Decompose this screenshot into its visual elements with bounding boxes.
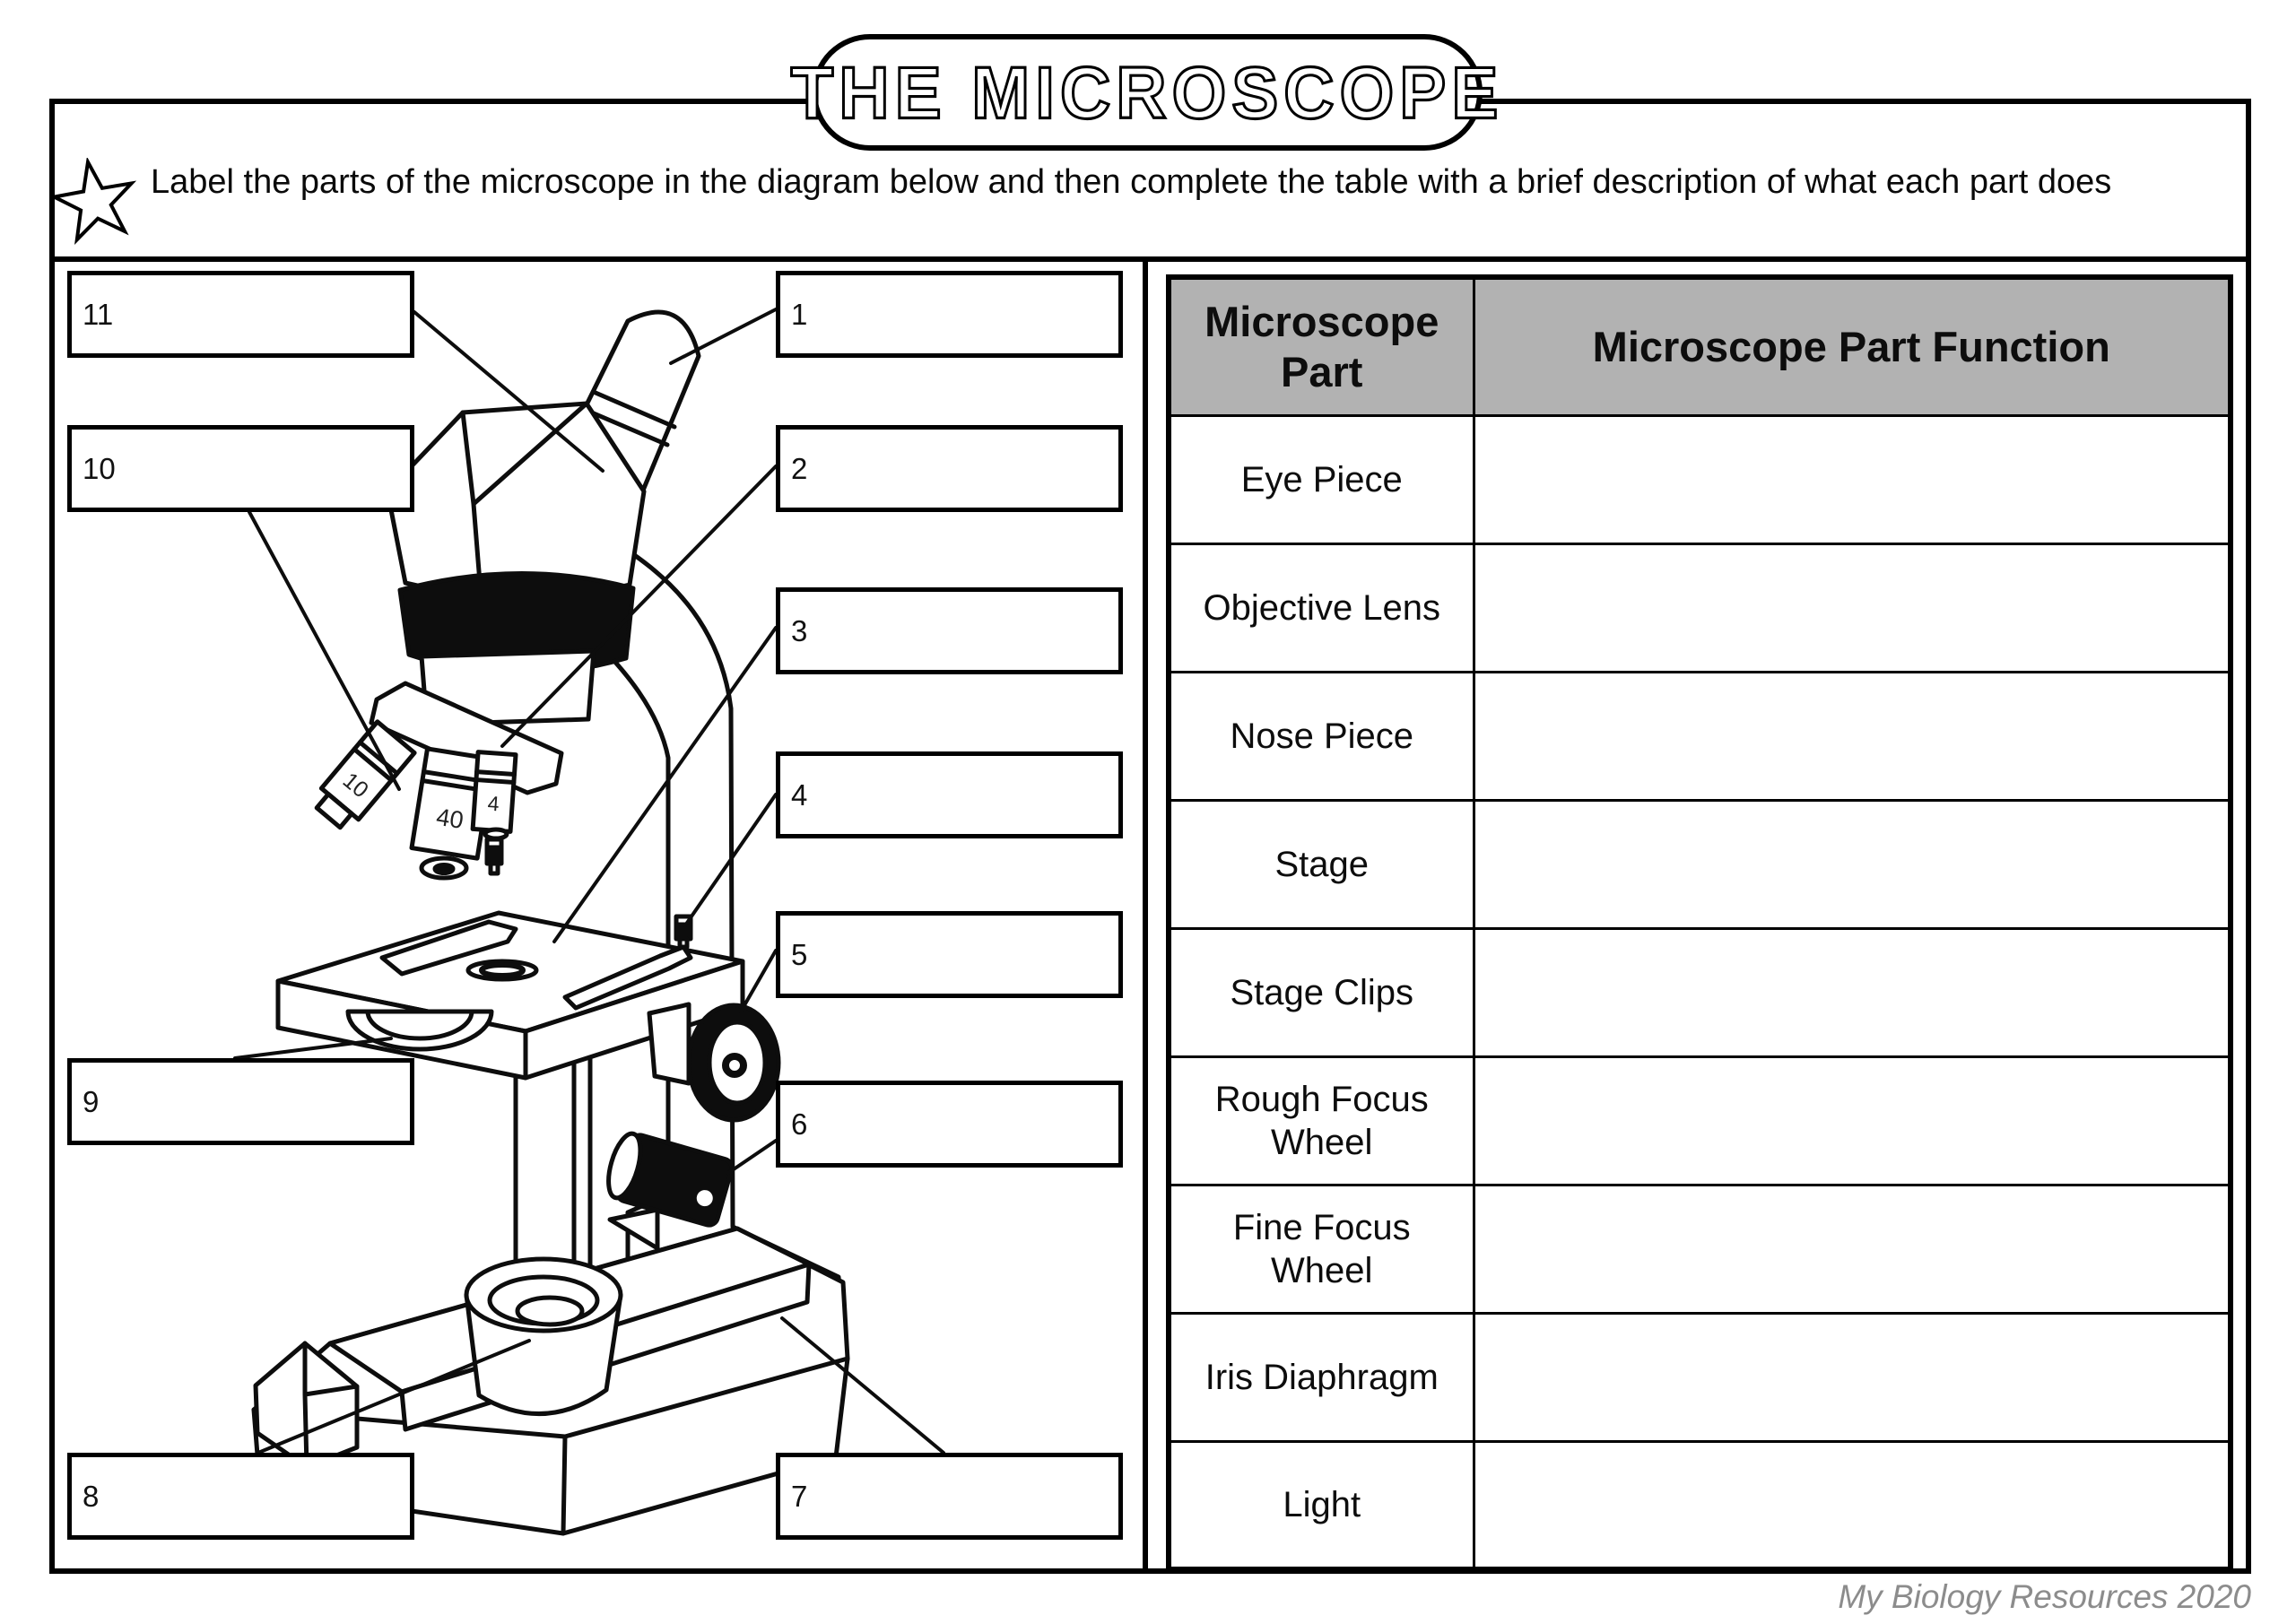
objective-4-label: 4 [487, 792, 500, 816]
footer-credit: My Biology Resources 2020 [1838, 1578, 2251, 1615]
part-name-cell: Stage Clips [1166, 926, 1475, 1058]
answer-box-5[interactable]: 5 [776, 911, 1123, 998]
function-answer-cell[interactable] [1472, 542, 2233, 673]
leader-line-10 [248, 510, 401, 791]
table-row: Fine Focus Wheel [1166, 1183, 2233, 1315]
table-row: Objective Lens [1166, 542, 2233, 673]
column-header-part: Microscope Part [1166, 274, 1475, 417]
answer-box-3[interactable]: 3 [776, 587, 1123, 674]
part-name-cell: Eye Piece [1166, 413, 1475, 545]
column-header-function: Microscope Part Function [1472, 274, 2233, 417]
leader-line-7 [780, 1316, 945, 1455]
table-row: Stage [1166, 798, 2233, 930]
answer-box-number: 2 [791, 451, 808, 485]
answer-box-number: 8 [83, 1479, 100, 1513]
answer-box-10[interactable]: 10 [67, 425, 414, 512]
page-title: THE MICROSCOPE [789, 49, 1504, 135]
answer-box-7[interactable]: 7 [776, 1453, 1123, 1540]
answer-box-number: 4 [791, 777, 808, 812]
answer-box-number: 7 [791, 1479, 808, 1513]
function-answer-cell[interactable] [1472, 1055, 2233, 1186]
rough-focus-wheel-drawing [647, 1002, 781, 1123]
function-answer-cell[interactable] [1472, 926, 2233, 1058]
leader-line-2 [500, 465, 778, 748]
answer-box-8[interactable]: 8 [67, 1453, 414, 1540]
part-name-cell: Nose Piece [1166, 670, 1475, 802]
leader-line-3 [552, 626, 778, 943]
leader-line-1 [669, 308, 778, 365]
function-answer-cell[interactable] [1472, 1311, 2233, 1443]
function-answer-cell[interactable] [1472, 670, 2233, 802]
objective-10-drawing: 10 [314, 719, 417, 830]
leader-lines [233, 308, 945, 1455]
title-banner: THE MICROSCOPE [789, 34, 1500, 151]
table-row: Light [1166, 1439, 2233, 1572]
answer-box-number: 3 [791, 613, 808, 647]
function-answer-cell[interactable] [1472, 1439, 2233, 1572]
leader-line-11 [413, 310, 604, 473]
function-answer-cell[interactable] [1472, 798, 2233, 930]
answer-box-number: 5 [791, 937, 808, 971]
part-name-cell: Light [1166, 1439, 1475, 1572]
answer-box-number: 10 [83, 451, 116, 485]
part-name-cell: Rough Focus Wheel [1166, 1055, 1475, 1186]
parts-table: Microscope Part Microscope Part Function… [1166, 274, 2233, 1572]
answer-box-4[interactable]: 4 [776, 751, 1123, 838]
star-icon [52, 158, 137, 245]
part-name-cell: Objective Lens [1166, 542, 1475, 673]
part-name-cell: Iris Diaphragm [1166, 1311, 1475, 1443]
header-separator [49, 256, 2251, 262]
stage-clips-drawing [379, 914, 693, 1011]
part-name-cell: Fine Focus Wheel [1166, 1183, 1475, 1315]
table-row: Nose Piece [1166, 670, 2233, 802]
table-row: Stage Clips [1166, 926, 2233, 1058]
table-header-row: Microscope Part Microscope Part Function [1166, 274, 2233, 417]
part-name-cell: Stage [1166, 798, 1475, 930]
answer-box-6[interactable]: 6 [776, 1081, 1123, 1168]
fine-focus-wheel-drawing [606, 1131, 735, 1228]
table-row: Iris Diaphragm [1166, 1311, 2233, 1443]
answer-box-number: 1 [791, 297, 808, 331]
answer-box-11[interactable]: 11 [67, 271, 414, 358]
light-drawing [464, 1256, 623, 1417]
objective-40-label: 40 [434, 803, 465, 834]
leader-line-9 [233, 1037, 393, 1060]
table-row: Eye Piece [1166, 413, 2233, 545]
answer-box-1[interactable]: 1 [776, 271, 1123, 358]
leader-line-6 [726, 1139, 778, 1175]
function-answer-cell[interactable] [1472, 413, 2233, 545]
answer-box-number: 9 [83, 1084, 100, 1118]
function-answer-cell[interactable] [1472, 1183, 2233, 1315]
objective-4-drawing: 4 [470, 750, 518, 876]
leader-line-8 [257, 1339, 531, 1455]
answer-box-2[interactable]: 2 [776, 425, 1123, 512]
answer-box-number: 6 [791, 1107, 808, 1141]
panel-divider [1143, 256, 1148, 1574]
leader-line-5 [739, 949, 778, 1013]
answer-box-number: 11 [83, 297, 114, 331]
table-row: Rough Focus Wheel [1166, 1055, 2233, 1186]
answer-box-9[interactable]: 9 [67, 1058, 414, 1145]
instruction-text: Label the parts of the microscope in the… [151, 163, 2112, 201]
leader-line-4 [683, 793, 778, 927]
